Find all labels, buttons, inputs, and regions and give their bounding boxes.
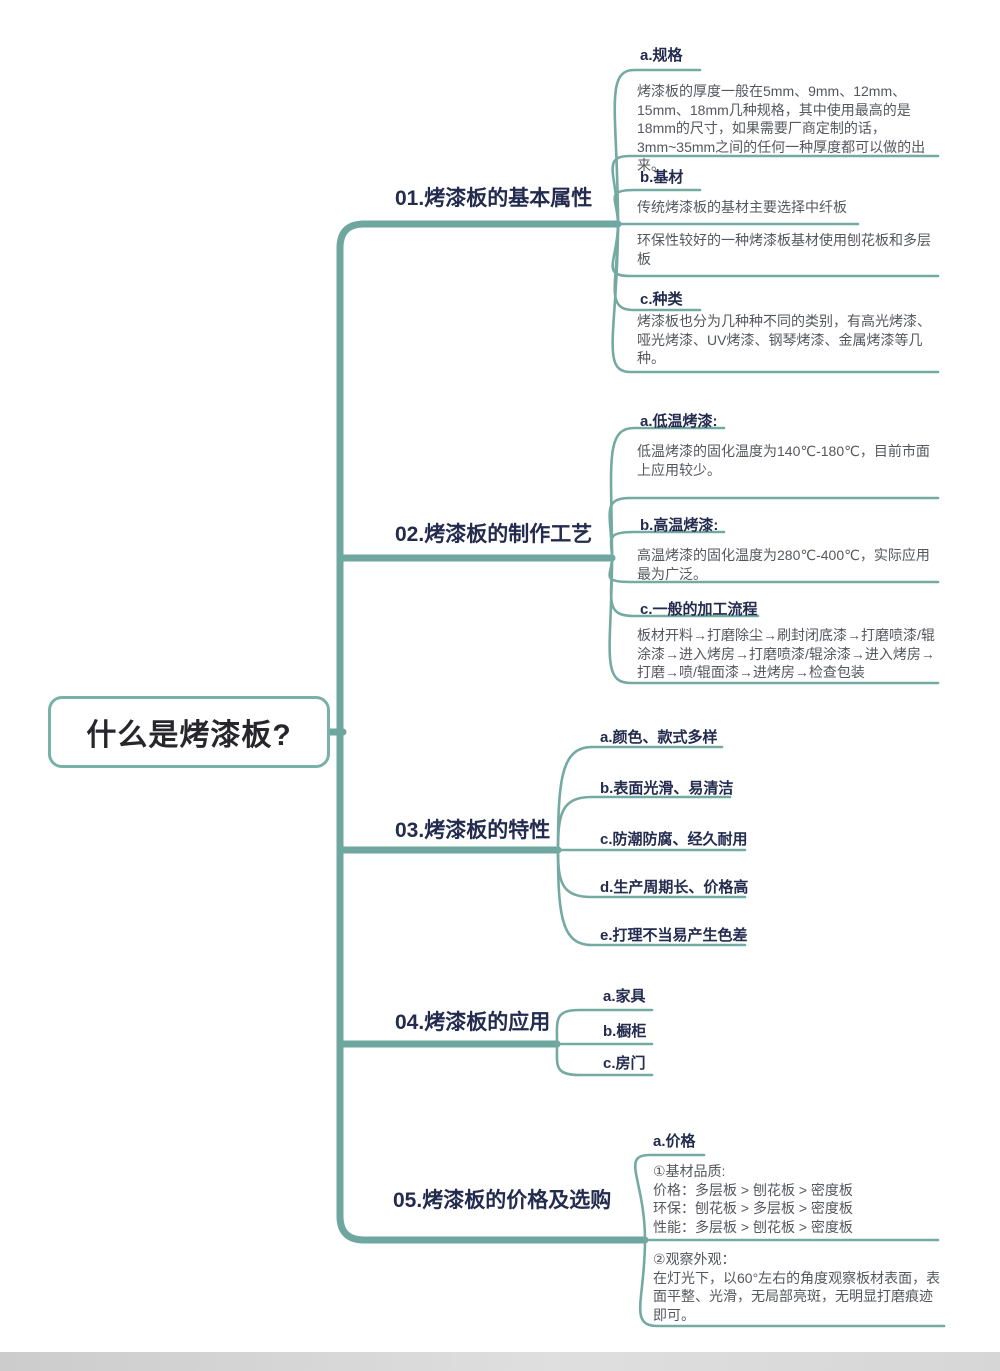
branch-03-connectors <box>556 745 747 947</box>
topic-substrate-traditional[interactable]: 传统烤漆板的基材主要选择中纤板 <box>637 199 847 215</box>
topic-substrate-heading[interactable]: b.基材 <box>640 169 684 186</box>
topic-feature-colors[interactable]: a.颜色、款式多样 <box>600 729 718 746</box>
topic-app-furniture[interactable]: a.家具 <box>603 988 646 1005</box>
trunk-line <box>326 220 649 1244</box>
topic-process-flow[interactable]: 板材开料→打磨除尘→刷封闭底漆→打磨喷漆/辊涂漆→进入烤房→打磨喷漆/辊涂漆→进… <box>637 627 935 680</box>
branch-05-price-and-buying[interactable]: 05.烤漆板的价格及选购 <box>393 1189 612 1212</box>
branch-05-connectors <box>634 1153 946 1328</box>
topic-types-heading[interactable]: c.种类 <box>640 291 683 308</box>
branch-03-characteristics[interactable]: 03.烤漆板的特性 <box>395 819 551 842</box>
branch-04-applications[interactable]: 04.烤漆板的应用 <box>395 1011 551 1034</box>
topic-feature-color-diff[interactable]: e.打理不当易产生色差 <box>600 927 748 944</box>
topic-high-temp-detail[interactable]: 高温烤漆的固化温度为280℃-400℃，实际应用最为广泛。 <box>637 547 930 582</box>
topic-feature-smooth[interactable]: b.表面光滑、易清洁 <box>600 780 734 797</box>
bottom-gray-strip <box>0 1352 1000 1371</box>
topic-app-cabinet[interactable]: b.橱柜 <box>603 1023 647 1040</box>
topic-feature-cost[interactable]: d.生产周期长、价格高 <box>600 879 749 896</box>
topic-price-heading[interactable]: a.价格 <box>653 1133 696 1150</box>
topic-types-detail[interactable]: 烤漆板也分为几种种不同的类别，有高光烤漆、哑光烤漆、UV烤漆、钢琴烤漆、金属烤漆… <box>637 313 931 366</box>
topic-spec-detail[interactable]: 烤漆板的厚度一般在5mm、9mm、12mm、15mm、18mm几种规格，其中使用… <box>637 83 926 173</box>
topic-process-heading[interactable]: c.一般的加工流程 <box>640 601 758 618</box>
branch-02-connectors <box>608 426 940 685</box>
topic-feature-durable[interactable]: c.防潮防腐、经久耐用 <box>600 831 748 848</box>
branch-01-connectors <box>611 68 940 374</box>
topic-high-temp-heading[interactable]: b.高温烤漆: <box>640 517 719 534</box>
branch-01-basic-properties[interactable]: 01.烤漆板的基本属性 <box>395 187 593 210</box>
topic-app-door[interactable]: c.房门 <box>603 1055 646 1072</box>
topic-price-quality-ranking[interactable]: ①基材品质: 价格：多层板 > 刨花板 > 密度板 环保：刨花板 > 多层板 >… <box>653 1163 853 1235</box>
branch-02-manufacturing-process[interactable]: 02.烤漆板的制作工艺 <box>395 523 593 546</box>
topic-low-temp-detail[interactable]: 低温烤漆的固化温度为140℃-180℃，目前市面上应用较少。 <box>637 443 930 478</box>
topic-spec-heading[interactable]: a.规格 <box>640 47 683 64</box>
topic-appearance-check[interactable]: ②观察外观： 在灯光下，以60°左右的角度观察板材表面，表面平整、光滑，无局部亮… <box>653 1251 941 1323</box>
topic-low-temp-heading[interactable]: a.低温烤漆: <box>640 413 718 430</box>
root-topic[interactable]: 什么是烤漆板? <box>48 696 330 768</box>
root-topic-label: 什么是烤漆板? <box>86 719 292 752</box>
topic-substrate-eco[interactable]: 环保性较好的一种烤漆板基材使用刨花板和多层板 <box>637 232 931 267</box>
branch-04-connectors <box>555 1008 654 1077</box>
